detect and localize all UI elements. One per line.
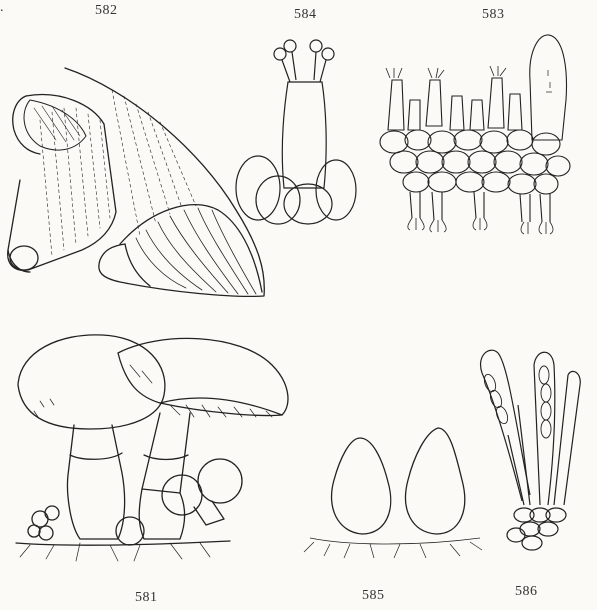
figure-number-582: 582	[95, 3, 118, 19]
figure-number-586: 586	[515, 584, 538, 600]
figure-number-584: 584	[294, 7, 317, 23]
figure-581-mushroom-group	[10, 325, 295, 570]
figure-number-583: 583	[482, 7, 505, 23]
figure-585-young-fruiting-bodies	[300, 428, 490, 568]
figure-586-asci	[468, 345, 593, 555]
figure-number-585: 585	[362, 588, 385, 604]
figure-number-581: 581	[135, 590, 158, 606]
figure-584-basidium	[228, 38, 358, 223]
figure-583-hymenium	[380, 30, 580, 245]
corner-mark: .	[0, 0, 4, 16]
